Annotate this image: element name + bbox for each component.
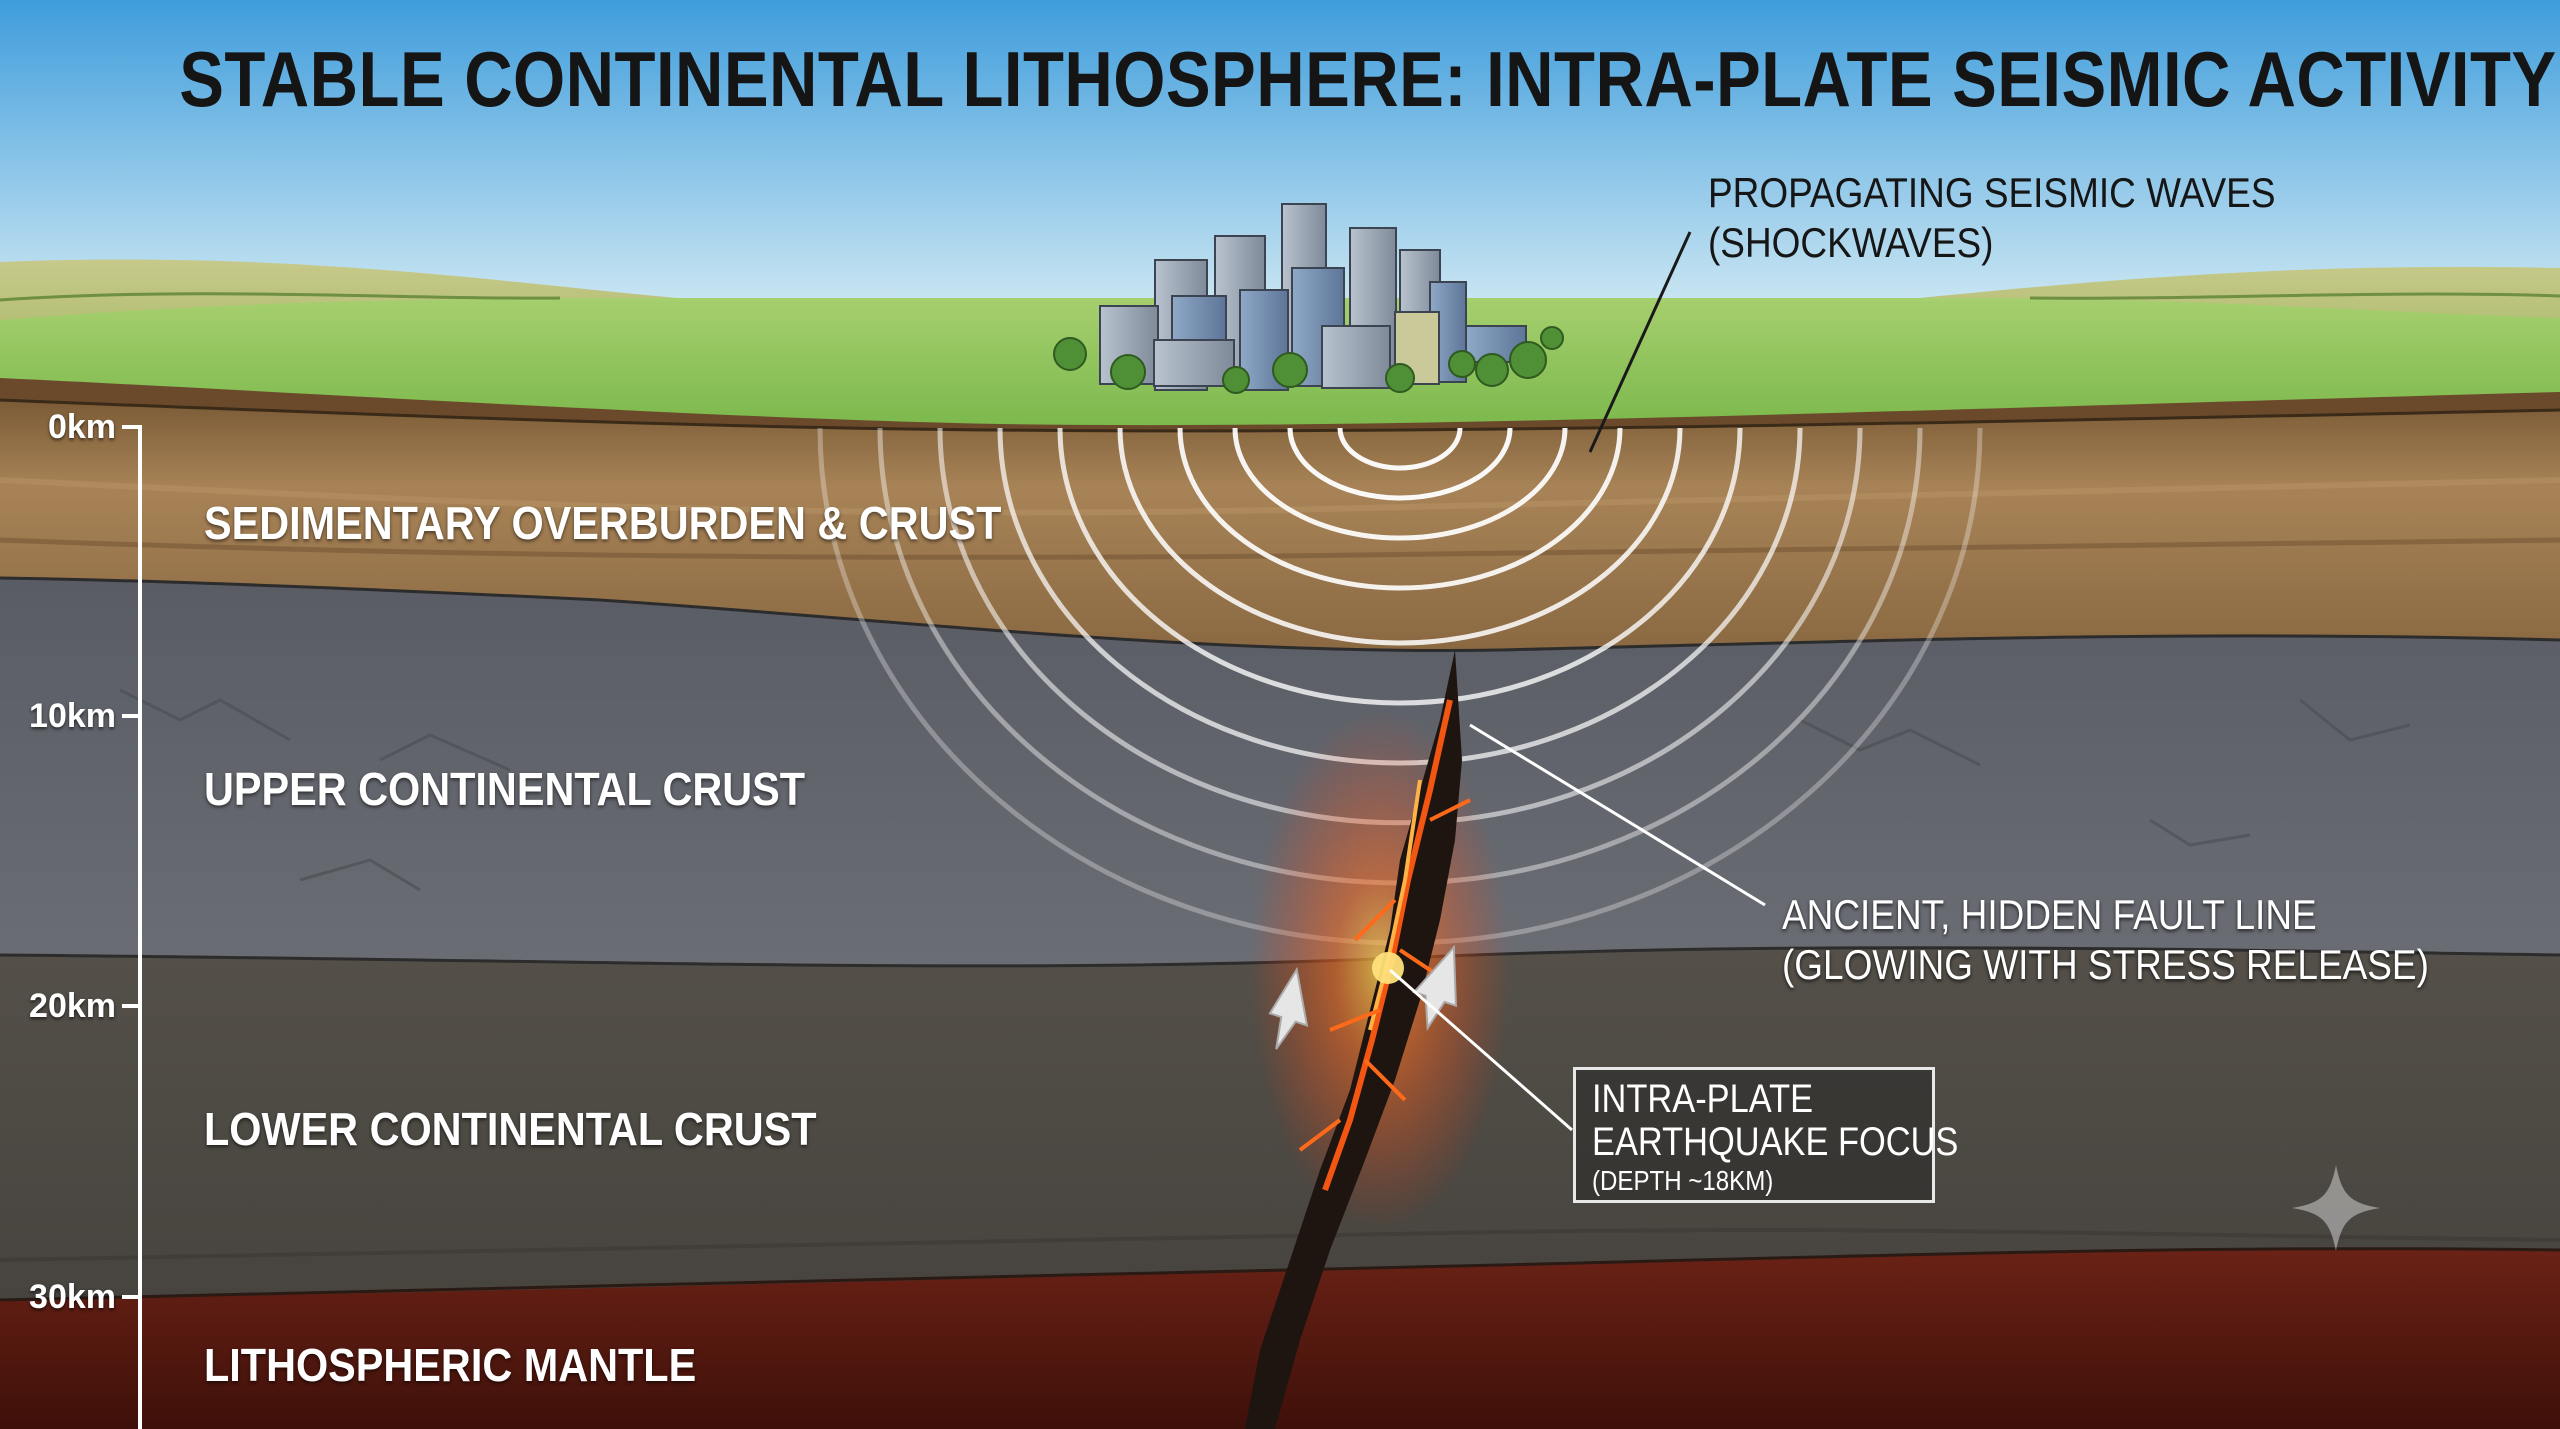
layer-label-mantle: LITHOSPHERIC MANTLE (204, 1339, 697, 1391)
layer-label-lower-crust: LOWER CONTINENTAL CRUST (204, 1103, 817, 1155)
depth-tick-20: 20km (29, 987, 116, 1025)
fault-callout-line1: ANCIENT, HIDDEN FAULT LINE (1782, 891, 2317, 938)
waves-callout: PROPAGATING SEISMIC WAVES (SHOCKWAVES) (1708, 168, 2275, 268)
depth-tick-30: 30km (29, 1278, 116, 1316)
layer-label-upper-crust: UPPER CONTINENTAL CRUST (204, 763, 806, 815)
sparkle-icon (2292, 1165, 2380, 1251)
focus-callout-line3: (DEPTH ~18KM) (1592, 1165, 1774, 1196)
waves-callout-line2: (SHOCKWAVES) (1708, 219, 1994, 266)
waves-callout-line1: PROPAGATING SEISMIC WAVES (1708, 169, 2276, 216)
depth-axis (122, 425, 142, 1429)
focus-callout-line1: INTRA-PLATE (1592, 1077, 1814, 1121)
focus-callout-line2: EARTHQUAKE FOCUS (1592, 1120, 1959, 1164)
city (1099, 203, 1527, 391)
trees (1053, 326, 1564, 394)
depth-tick-10: 10km (29, 697, 116, 735)
focus-callout-box: INTRA-PLATE EARTHQUAKE FOCUS (DEPTH ~18K… (1573, 1067, 1959, 1203)
fault-line (1245, 650, 1510, 1429)
leader-lines (1588, 231, 1692, 453)
layer-upper-crust (0, 578, 2560, 966)
depth-tick-0: 0km (47, 408, 116, 446)
fault-callout-line2: (GLOWING WITH STRESS RELEASE) (1782, 941, 2429, 988)
layer-label-sedimentary: SEDIMENTARY OVERBURDEN & CRUST (204, 497, 1002, 549)
fault-callout: ANCIENT, HIDDEN FAULT LINE (GLOWING WITH… (1782, 890, 2429, 990)
layer-sedimentary (0, 400, 2560, 651)
page-title: STABLE CONTINENTAL LITHOSPHERE: INTRA-PL… (179, 35, 2557, 123)
